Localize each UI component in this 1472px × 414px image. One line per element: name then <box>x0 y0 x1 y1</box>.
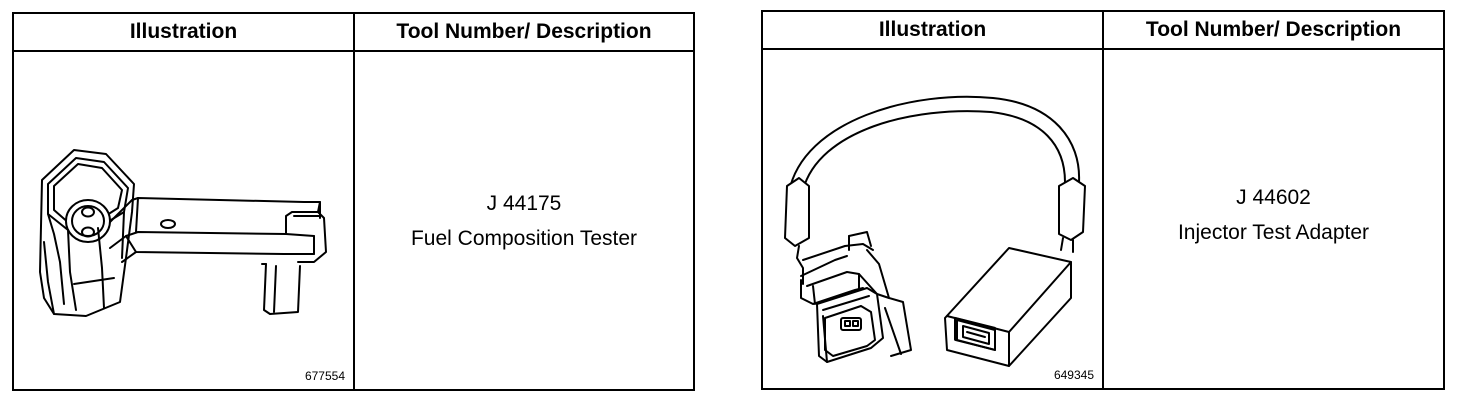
tool-description-cell: J 44602 Injector Test Adapter <box>1104 50 1443 388</box>
injector-test-adapter-illustration <box>784 95 1086 367</box>
column-divider <box>353 14 355 389</box>
header-illustration: Illustration <box>878 18 987 41</box>
header-illustration: Illustration <box>129 20 238 43</box>
tool-number: J 44602 <box>1236 186 1311 209</box>
column-divider <box>1102 12 1104 388</box>
header-tool-number-description: Tool Number/ Description <box>1145 18 1402 41</box>
illustration-cell: 649345 <box>763 50 1102 388</box>
tool-description: Injector Test Adapter <box>1177 221 1370 244</box>
figure-number: 677554 <box>304 369 345 383</box>
figure-number: 649345 <box>1053 368 1094 382</box>
header-tool-number-description: Tool Number/ Description <box>396 20 652 43</box>
tool-table-j44602: Illustration Tool Number/ Description <box>761 10 1445 390</box>
tool-number: J 44175 <box>486 191 562 215</box>
fuel-composition-tester-illustration <box>39 149 327 317</box>
tool-table-j44175: Illustration Tool Number/ Description <box>12 12 695 391</box>
illustration-cell: 677554 <box>14 52 353 389</box>
tool-description-cell: J 44175 Fuel Composition Tester <box>355 52 693 389</box>
tool-description: Fuel Composition Tester <box>410 226 638 250</box>
